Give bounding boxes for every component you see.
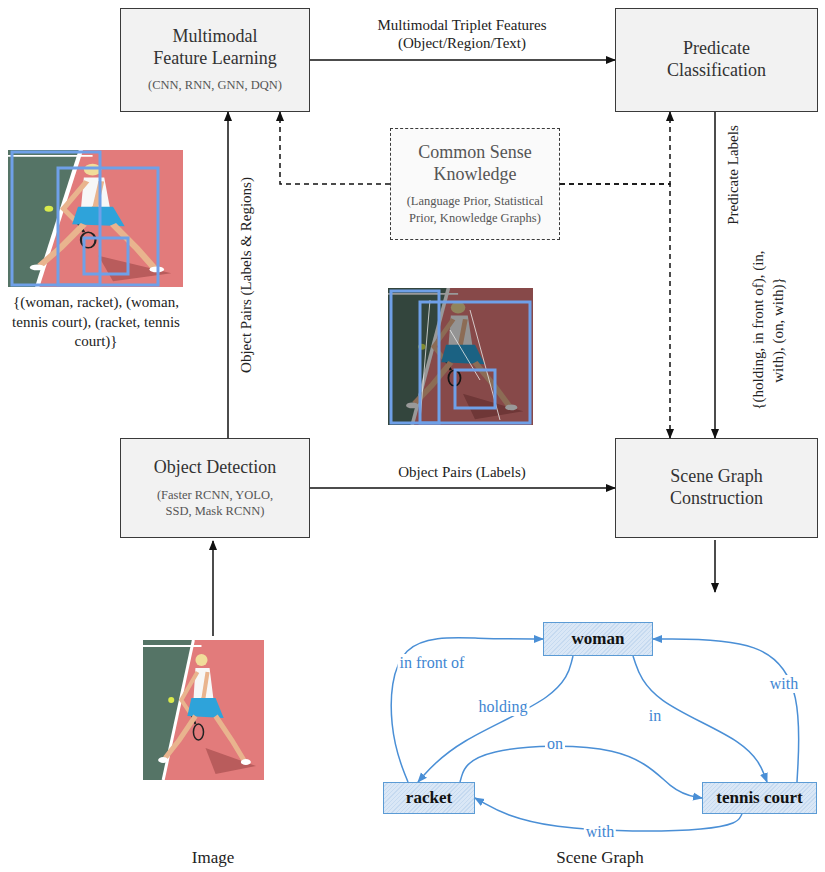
predicate-list: {(holding, in front of), (in, with), (on…	[749, 240, 788, 420]
node-title: Multimodal Feature Learning	[121, 26, 309, 69]
knowledge-box: Common Sense Knowledge (Language Prior, S…	[390, 128, 560, 240]
relation-arrow	[391, 638, 543, 782]
knowledge-arrow	[560, 184, 670, 438]
detection-photo	[8, 150, 183, 287]
graph-node: tennis court	[702, 782, 817, 814]
flow-arrow	[310, 59, 615, 61]
edge-label: Object Pairs (Labels)	[398, 463, 525, 481]
panel-caption: Scene Graph	[556, 847, 643, 869]
node-title: Predicate Classification	[616, 38, 817, 81]
edge-label: Predicate Labels	[724, 125, 742, 225]
input-arrow	[212, 541, 214, 636]
panel-caption: Image	[192, 847, 234, 869]
graph-node: woman	[543, 622, 653, 656]
knowledge-arrow	[560, 112, 670, 184]
edge-label: on	[545, 735, 565, 753]
object-pair-list: {(woman, racket), (woman, tennis court),…	[12, 293, 180, 352]
region-photo	[388, 288, 533, 425]
relation-arrow	[460, 746, 702, 798]
output-arrow	[714, 540, 716, 592]
knowledge-arrow	[280, 112, 390, 184]
edge-label: with	[584, 823, 616, 841]
process-box: Predicate Classification	[615, 8, 818, 112]
relation-arrow	[633, 656, 767, 782]
relation-arrow	[418, 656, 573, 782]
edge-label: in front of	[398, 654, 467, 672]
node-title: tennis court	[703, 788, 816, 808]
process-box: Multimodal Feature Learning (CNN, RNN, GN…	[120, 8, 310, 112]
node-subtitle: (Language Prior, Statistical Prior, Know…	[391, 193, 559, 226]
flow-arrow	[714, 112, 716, 438]
node-subtitle: (CNN, RNN, GNN, DQN)	[121, 77, 309, 93]
node-title: woman	[544, 629, 652, 649]
relation-arrow	[653, 639, 799, 782]
edge-label: with	[768, 675, 800, 693]
node-title: Common Sense Knowledge	[391, 142, 559, 185]
edge-label: in	[647, 707, 663, 725]
node-title: Object Detection	[121, 457, 309, 479]
node-subtitle: (Faster RCNN, YOLO, SSD, Mask RCNN)	[121, 487, 309, 520]
node-title: racket	[384, 788, 474, 808]
edge-label: Object Pairs (Labels & Regions)	[237, 177, 255, 373]
input-photo	[143, 640, 264, 780]
flow-arrow	[310, 487, 615, 489]
edge-label: holding	[477, 698, 530, 716]
process-box: Object Detection (Faster RCNN, YOLO, SSD,…	[120, 438, 310, 538]
flow-arrow	[227, 112, 229, 438]
node-title: Scene Graph Construction	[616, 466, 817, 509]
edge-label: Multimodal Triplet Features (Object/Regi…	[342, 16, 582, 52]
graph-node: racket	[383, 782, 475, 814]
process-box: Scene Graph Construction	[615, 438, 818, 538]
